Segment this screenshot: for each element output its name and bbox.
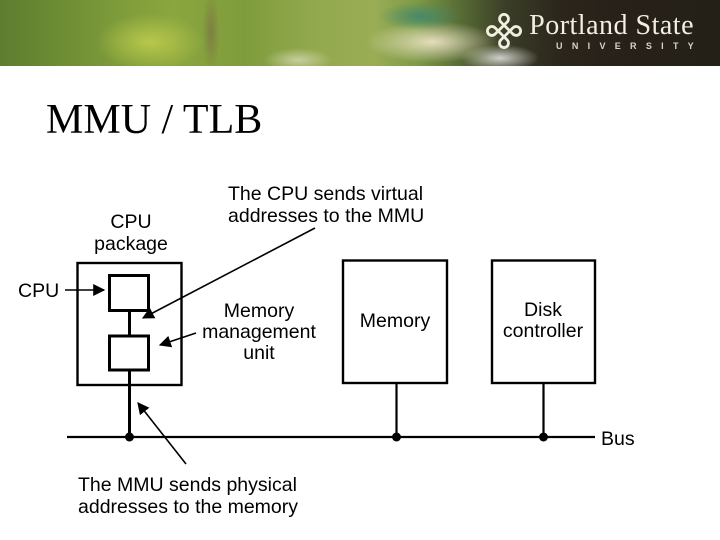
mmu-label-arrow [158,332,197,348]
note-mmu-physical-line2: addresses to the memory [78,496,298,518]
bus-junction-dot-cpu [125,432,134,442]
cpu-label: CPU [18,280,59,302]
virtual-address-arrow [141,227,316,319]
bus-label: Bus [601,428,635,450]
logo-university-label: U N I V E R S I T Y [556,41,697,51]
note-cpu-virtual-line2: addresses to the MMU [228,205,424,227]
memory-label: Memory [360,310,431,332]
physical-address-arrow [137,402,187,465]
logo-institution-name: Portland State [529,10,694,41]
page-title: MMU / TLB [46,97,263,143]
psu-logo: ⌘ Portland State U N I V E R S I T Y [474,3,697,61]
cpu-box [108,274,150,312]
note-cpu-virtual-line1: The CPU sends virtual [228,183,423,205]
memory-box [341,259,449,385]
disk-label-line1: Disk [524,299,562,321]
disk-label-line2: controller [503,320,584,342]
mmu-label-line2: management [202,321,316,343]
note-mmu-physical-line1: The MMU sends physical [78,474,297,496]
mmu-label-line1: Memory [224,300,295,322]
cpu-package-label-line1: CPU [110,211,151,233]
logo-wordmark: Portland State U N I V E R S I T Y [529,10,697,52]
bus-junction-dot-disk [539,432,548,442]
bus-junction-dot-memory [392,432,401,442]
cpu-package-label-line2: package [94,233,168,255]
mmu-box [108,334,150,372]
mmu-label-line3: unit [243,342,275,364]
header-banner: ⌘ Portland State U N I V E R S I T Y [0,0,720,66]
